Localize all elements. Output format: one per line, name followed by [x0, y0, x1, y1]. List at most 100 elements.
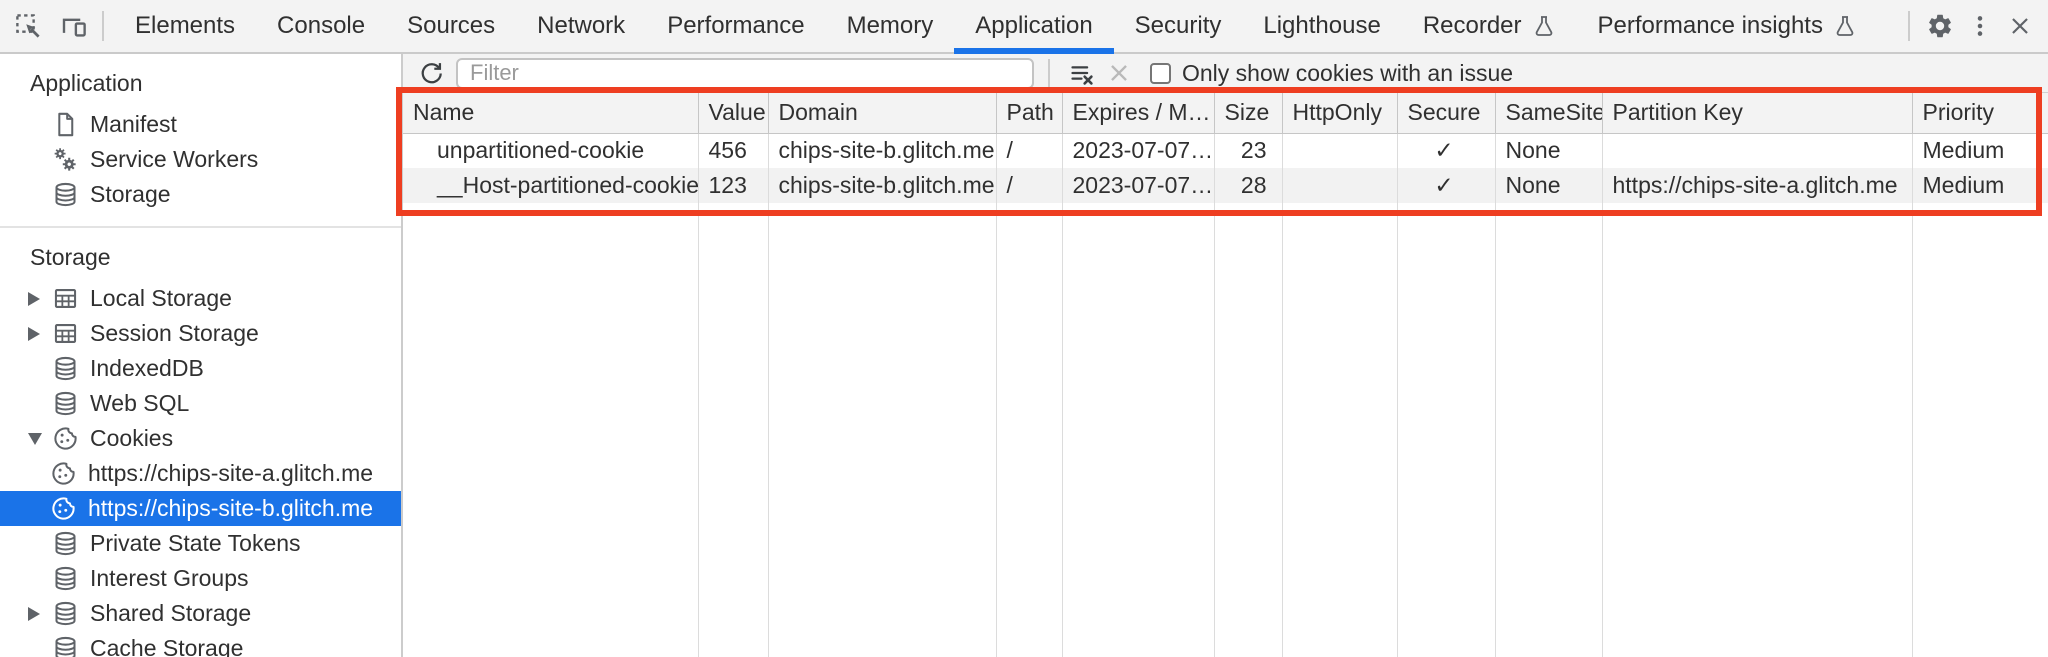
tab-application[interactable]: Application [954, 0, 1115, 54]
column-header-name[interactable]: Name [403, 93, 698, 134]
tab-security[interactable]: Security [1114, 0, 1243, 52]
table-header-row: Name Value Domain Path Expires / M… Size… [403, 93, 2048, 134]
cookie-icon [50, 460, 77, 487]
refresh-button[interactable] [411, 54, 451, 92]
column-header-expires[interactable]: Expires / M… [1061, 93, 1214, 134]
cell-partition-key[interactable] [1601, 133, 1912, 168]
sidebar-item-indexeddb[interactable]: IndexedDB [0, 351, 401, 386]
column-header-priority[interactable]: Priority [1911, 93, 2048, 134]
toolbar-right-controls [1898, 0, 2048, 52]
cell-expires[interactable]: 2023-07-07… [1061, 168, 1214, 203]
cell-priority[interactable]: Medium [1911, 133, 2048, 168]
cell-path[interactable]: / [995, 133, 1062, 168]
database-icon [52, 181, 79, 208]
cell-value[interactable]: 123 [697, 168, 768, 203]
cell-httponly[interactable] [1281, 168, 1397, 203]
chevron-right-icon[interactable] [28, 326, 52, 341]
sidebar-item-cookies[interactable]: Cookies [0, 421, 401, 456]
tab-network[interactable]: Network [516, 0, 646, 52]
column-header-path[interactable]: Path [995, 93, 1062, 134]
cell-domain[interactable]: chips-site-b.glitch.me [767, 133, 996, 168]
table-filler-area [403, 203, 2048, 657]
tab-label: Application [975, 12, 1093, 39]
sidebar-item-cookies-chips-site-a[interactable]: https://chips-site-a.glitch.me [0, 456, 401, 491]
sidebar-section-title: Storage [30, 244, 111, 270]
cell-name[interactable]: __Host-partitioned-cookie [403, 168, 698, 203]
database-icon [52, 565, 79, 592]
column-header-partition-key[interactable]: Partition Key [1601, 93, 1912, 134]
tab-console[interactable]: Console [256, 0, 386, 52]
database-icon [52, 635, 79, 657]
sidebar-item-cache-storage[interactable]: Cache Storage [0, 631, 401, 657]
tab-sources[interactable]: Sources [386, 0, 516, 52]
cell-size[interactable]: 23 [1213, 133, 1282, 168]
column-header-value[interactable]: Value [697, 93, 768, 134]
filter-input[interactable] [456, 57, 1034, 89]
inspect-element-button[interactable] [12, 0, 44, 52]
cell-size[interactable]: 28 [1213, 168, 1282, 203]
cell-partition-key[interactable]: https://chips-site-a.glitch.me [1601, 168, 1912, 203]
cell-secure[interactable]: ✓ [1396, 133, 1495, 168]
sidebar-section-title: Application [30, 70, 143, 96]
cell-secure[interactable]: ✓ [1396, 168, 1495, 203]
sidebar-item-service-workers[interactable]: Service Workers [0, 142, 401, 177]
sidebar-item-label: https://chips-site-a.glitch.me [88, 460, 374, 486]
tab-recorder[interactable]: Recorder [1402, 0, 1577, 52]
table-icon [52, 320, 79, 347]
table-row[interactable]: unpartitioned-cookie 456 chips-site-b.gl… [403, 133, 2048, 168]
more-options-button[interactable] [1960, 0, 2000, 52]
sidebar-item-shared-storage[interactable]: Shared Storage [0, 596, 401, 631]
cell-priority[interactable]: Medium [1911, 168, 2048, 203]
cell-path[interactable]: / [995, 168, 1062, 203]
chevron-down-icon[interactable] [28, 432, 52, 445]
chevron-right-icon[interactable] [28, 606, 52, 621]
sidebar-item-label: Shared Storage [90, 600, 252, 626]
tab-performance[interactable]: Performance [646, 0, 825, 52]
gears-icon [52, 146, 79, 173]
sidebar-item-label: Manifest [90, 111, 177, 137]
sidebar-item-web-sql[interactable]: Web SQL [0, 386, 401, 421]
clear-all-icon [1068, 60, 1095, 87]
database-icon [52, 390, 79, 417]
sidebar-item-private-state-tokens[interactable]: Private State Tokens [0, 526, 401, 561]
cell-value[interactable]: 456 [697, 133, 768, 168]
cell-domain[interactable]: chips-site-b.glitch.me [767, 168, 996, 203]
column-header-size[interactable]: Size [1213, 93, 1282, 134]
toolbar-divider [1048, 59, 1050, 87]
tab-memory[interactable]: Memory [826, 0, 955, 52]
cell-httponly[interactable] [1281, 133, 1397, 168]
settings-button[interactable] [1920, 0, 1960, 52]
column-header-secure[interactable]: Secure [1396, 93, 1495, 134]
tab-label: Memory [846, 12, 934, 39]
table-row[interactable]: __Host-partitioned-cookie 123 chips-site… [403, 168, 2048, 203]
close-icon [2007, 13, 2033, 39]
column-header-samesite[interactable]: SameSite [1494, 93, 1602, 134]
sidebar-item-cookies-chips-site-b[interactable]: https://chips-site-b.glitch.me [0, 491, 401, 526]
tab-elements[interactable]: Elements [114, 0, 256, 52]
cell-name[interactable]: unpartitioned-cookie [437, 137, 645, 164]
toggle-device-toolbar-button[interactable] [56, 0, 92, 52]
delete-selected-button[interactable] [1100, 54, 1138, 92]
tab-lighthouse[interactable]: Lighthouse [1242, 0, 1401, 52]
sidebar-item-manifest[interactable]: Manifest [0, 107, 401, 142]
inspect-icon [13, 11, 43, 41]
sidebar-item-session-storage[interactable]: Session Storage [0, 316, 401, 351]
table-icon [52, 285, 79, 312]
column-header-httponly[interactable]: HttpOnly [1281, 93, 1397, 134]
cell-expires[interactable]: 2023-07-07… [1061, 133, 1214, 168]
close-devtools-button[interactable] [2000, 0, 2040, 52]
column-header-domain[interactable]: Domain [767, 93, 996, 134]
sidebar-item-interest-groups[interactable]: Interest Groups [0, 561, 401, 596]
chevron-right-icon[interactable] [28, 291, 52, 306]
sidebar-item-storage[interactable]: Storage [0, 177, 401, 212]
cell-samesite[interactable]: None [1494, 133, 1602, 168]
sidebar-item-label: IndexedDB [90, 355, 204, 381]
kebab-menu-icon [1967, 13, 1993, 39]
tab-performance-insights[interactable]: Performance insights [1577, 0, 1878, 52]
sidebar-item-local-storage[interactable]: Local Storage [0, 281, 401, 316]
cell-samesite[interactable]: None [1494, 168, 1602, 203]
tab-label: Console [277, 12, 366, 39]
only-issue-checkbox[interactable] [1150, 62, 1171, 84]
clear-all-cookies-button[interactable] [1062, 54, 1100, 92]
tab-label: Network [537, 12, 626, 39]
